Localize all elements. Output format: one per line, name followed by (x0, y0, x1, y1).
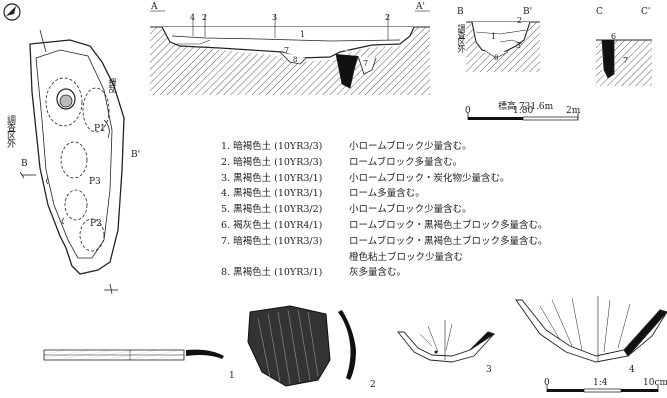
section-aa (150, 10, 430, 95)
artifact-number: 1 (229, 371, 235, 381)
pit-p3-label: P3 (89, 177, 101, 187)
scale-top-zero: 0 (465, 106, 471, 116)
artifact-3 (397, 320, 496, 363)
legend-desc: ロームブロック・黒褐色土ブロック多量含む。 (349, 219, 548, 231)
layer-label: 2 (385, 13, 391, 22)
legend-row: 6. 褐灰色土 (10YR4/1) ロームブロック・黒褐色土ブロック多量含む。 (221, 218, 547, 234)
legend-row: 3. 黒褐色土 (10YR3/1) 小ロームブロック・炭化物少量含む。 (221, 171, 547, 187)
survey-outside-label: 調査区外 (5, 115, 15, 147)
legend-row: 1. 暗褐色土 (10YR3/3) 小ロームブロック少量含む。 (221, 139, 547, 155)
section-bb (455, 21, 540, 72)
layer-label: 4 (190, 13, 196, 22)
layer-label: 3 (516, 41, 522, 50)
pit-p1-label: P1 (94, 124, 106, 134)
legend-desc: ロームブロック・黒褐色土ブロック多量含む。 (349, 235, 548, 247)
plan-view (19, 29, 125, 295)
legend-no: 2. (221, 156, 231, 168)
legend-desc: 小ロームブロック・炭化物少量含む。 (349, 172, 510, 184)
legend-soil: 黒褐色土 (10YR3/1) (233, 267, 323, 279)
legend-desc: ロームブロック多量含む。 (349, 156, 463, 168)
artifact-number: 4 (629, 365, 635, 375)
layer-label: 2 (517, 16, 523, 25)
legend-desc: 橙色粘土ブロック少量含む (349, 251, 464, 263)
legend-soil: 黒褐色土 (10YR3/1) (233, 188, 323, 200)
elevation-label: 標高 731.6m (498, 102, 554, 112)
scale-bottom-end: 10cm (643, 378, 667, 388)
legend-soil: 暗褐色土 (10YR3/3) (233, 156, 323, 168)
legend-row: 5. 黒褐色土 (10YR3/2) 小ロームブロック少量含む。 (221, 202, 547, 218)
layer-label: 2 (202, 13, 208, 22)
artifact-number: 3 (486, 365, 492, 375)
legend-no: 8. (221, 267, 231, 279)
section-a-prime-label: A' (416, 2, 425, 12)
pit-p2-label: P2 (90, 219, 102, 229)
layer-label: 1 (300, 30, 306, 39)
scale-bottom-ratio: 1:4 (593, 378, 608, 388)
section-b-prime-label: B' (523, 7, 533, 17)
legend-no: 1. (221, 141, 231, 152)
soil-legend: 1. 暗褐色土 (10YR3/3) 小ロームブロック少量含む。 2. 暗褐色土 (… (221, 139, 547, 281)
scale-top-end: 2m (566, 106, 581, 116)
legend-row: 2. 暗褐色土 (10YR3/3) ロームブロック多量含む。 (221, 155, 547, 171)
legend-soil: 黒褐色土 (10YR3/2) (233, 204, 323, 216)
section-b-label: B (457, 7, 464, 17)
layer-label: 6 (611, 32, 617, 41)
layer-label: 3 (272, 13, 278, 22)
artifact-4 (515, 296, 667, 363)
north-arrow-icon (3, 3, 21, 21)
legend-no: 7. (221, 235, 231, 247)
section-b-plan-label: B (21, 159, 28, 169)
legend-soil: 暗褐色土 (10YR3/3) (233, 235, 323, 247)
legend-desc: 小ロームブロック少量含む。 (349, 204, 472, 216)
section-cc (596, 39, 652, 86)
legend-soil: 暗褐色土 (10YR3/3) (233, 141, 323, 152)
artifact-number: 2 (370, 380, 376, 390)
scale-bottom-zero: 0 (544, 378, 550, 388)
artifact-2 (247, 305, 356, 387)
legend-desc: ローム多量含む。 (349, 188, 425, 200)
artifact-1 (43, 349, 224, 361)
legend-no: 6. (221, 219, 231, 231)
legend-no: 3. (221, 172, 231, 184)
legend-row: 7. 暗褐色土 (10YR3/3) ロームブロック・黒褐色土ブロック多量含む。 (221, 234, 547, 250)
scale-top-ratio: 1:80 (513, 106, 534, 116)
legend-soil: 褐灰色土 (10YR4/1) (233, 219, 323, 231)
disturbance-label: 攪乱 (108, 78, 117, 92)
legend-no: 4. (221, 188, 231, 200)
section-c-label: C (596, 7, 603, 17)
legend-row: 8. 黒褐色土 (10YR3/1) 灰多量含む。 (221, 265, 547, 281)
layer-label: 7 (363, 59, 369, 68)
legend-soil: 黒褐色土 (10YR3/1) (233, 172, 323, 184)
layer-label: 1 (491, 32, 497, 41)
legend-desc: 灰多量含む。 (349, 267, 407, 279)
layer-label: 8 (494, 54, 499, 62)
legend-no: 5. (221, 204, 231, 216)
section-b-prime-plan-label: B' (131, 150, 141, 160)
layer-label: 8 (293, 56, 298, 64)
layer-label: 5 (344, 47, 350, 56)
survey-outside-bb-label: 調査区外 (457, 24, 466, 52)
legend-row: 4. 黒褐色土 (10YR3/1) ローム多量含む。 (221, 186, 547, 202)
section-c-prime-label: C' (641, 7, 651, 17)
layer-label: 7 (623, 56, 629, 65)
scale-bar-top (467, 113, 579, 121)
layer-label: 7 (284, 46, 290, 55)
section-a-label: A (151, 2, 158, 12)
legend-desc: 小ロームブロック少量含む。 (349, 141, 472, 152)
legend-row: 橙色粘土ブロック少量含む (221, 250, 547, 266)
scale-bar-bottom (546, 385, 659, 393)
